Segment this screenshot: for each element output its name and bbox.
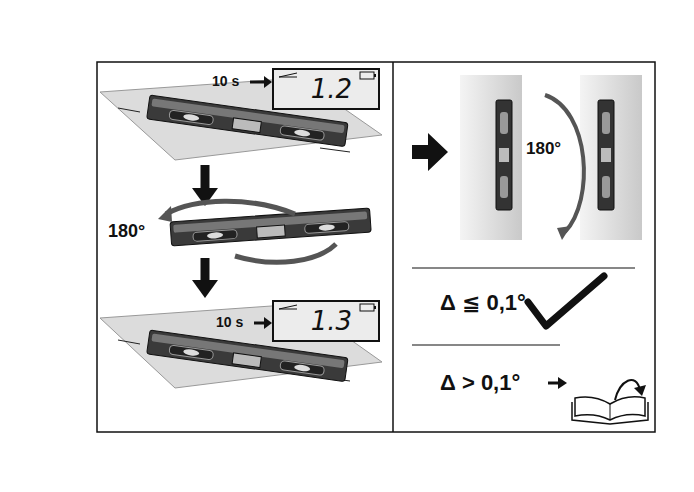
drawing-part [575,397,645,420]
drawing-part [598,100,614,210]
drawing-part [192,280,218,298]
drawing-part [279,305,297,309]
drawing-part [412,344,560,345]
drawing-part [412,133,448,171]
drawing-part [545,95,584,232]
drawing-part [374,74,376,77]
drawing-part [201,258,210,282]
drawing-part [557,226,571,240]
drawing-part [634,385,646,396]
drawing-part [279,73,297,77]
drawing-part [558,377,567,389]
drawing-part [235,244,336,262]
display-screen: 1.3 [272,300,380,342]
display-reading: 1.2 [311,76,352,102]
rotate-step [158,201,371,298]
drawing-part [118,340,140,344]
wall-check [412,75,642,240]
top-step [100,68,382,206]
drawing-part [272,300,380,342]
rotation-label: 180° [108,222,145,240]
drawing-part [392,62,394,432]
drawing-part [528,276,604,326]
drawing-part [360,72,374,79]
result-icons [528,276,648,424]
drawing-part [170,208,371,246]
drawing-part [610,404,611,420]
display-reading: 1.3 [311,308,352,334]
drawing-part [264,317,272,329]
rotation-label: 180° [526,140,561,157]
drawing-part [460,75,522,240]
drawing-part [201,165,210,190]
drawing-part [360,304,374,311]
tolerance-fail: Δ > 0,1° [440,372,520,394]
time-label: 10 s [212,74,239,88]
drawing-part [264,76,272,88]
tolerance-ok: Δ ≦ 0,1° [440,292,526,314]
frame [97,62,655,432]
drawing-part [97,62,655,432]
drawing-part [412,267,635,268]
drawing-part [158,206,172,222]
drawing-part [374,306,376,309]
drawing-part [320,148,350,152]
drawing-part [100,304,382,388]
drawing-part [272,68,380,110]
drawing-part [118,108,140,112]
display-screen: 1.2 [272,68,380,110]
drawing-part [250,81,266,84]
time-label: 10 s [216,315,243,329]
drawing-part [580,75,642,240]
bottom-step [100,300,382,388]
drawing-part [166,201,295,214]
drawing-part [496,100,512,210]
